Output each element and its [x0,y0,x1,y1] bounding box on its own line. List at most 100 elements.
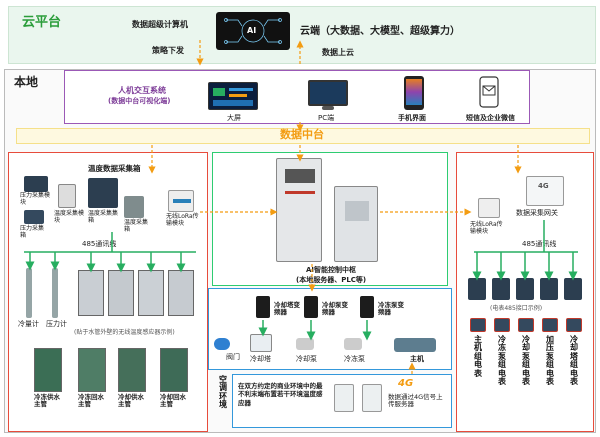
chilled-pump-inverter-image [360,296,374,318]
meter-image-2 [492,278,510,300]
air-env-label: 空调环境 [219,375,227,410]
phone-image [404,76,424,110]
local-title: 本地 [14,75,39,89]
pipe-sensor-photo-1 [78,270,104,316]
meter-panel-5 [566,318,582,332]
control-cabinet-2 [334,186,378,262]
hub-subtitle: (本地服务器、PLC等) [296,276,367,284]
meter-panel-1 [470,318,486,332]
pipe-sensor-photo-3 [138,270,164,316]
hub-title: AI智能控制中枢 [306,266,357,274]
meter-label-5: 冷却塔组电表 [570,335,578,386]
meter-image-3 [516,278,534,300]
gateway-label: 数据采集网关 [516,209,558,217]
data-up-label: 数据上云 [322,48,354,57]
pressure-module-label: 压力采集模块 [20,192,51,206]
right-bus-label: 485通讯线 [522,240,557,248]
hmi-subtitle: (数据中台可视化端) [108,97,171,105]
meter-image-5 [564,278,582,300]
pc-stand [322,106,334,110]
control-cabinet-1 [276,158,322,262]
meter-caption: (电表485接口示例) [490,305,543,312]
pressure-gauge-label: 压力计 [46,320,67,328]
right-lora-label: 无线LoRa传输模块 [470,221,503,235]
pipe-photo-3 [118,348,146,392]
lora-module-image [168,190,194,212]
cooling-pump-inverter-image [304,296,318,318]
equipment-panel [208,288,452,370]
hmi-panel [64,70,530,124]
message-label: 短信及企业微信 [466,114,515,122]
pipe-photo-2 [78,348,106,392]
temp-box-title: 温度数据采集箱 [88,164,141,173]
temp-collector-image [88,178,118,208]
cold-meter-label: 冷量计 [18,320,39,328]
temp-module-image [58,184,76,208]
meter-label-3: 冷却泵组电表 [522,335,530,386]
chilled-pump-label: 冷冻泵 [344,355,365,363]
pipe-label-4: 冷却回水主管 [160,393,186,409]
cooling-pump-label: 冷却泵 [296,355,317,363]
cooling-tower-label: 冷却塔 [250,355,271,363]
meter-panel-2 [494,318,510,332]
big-screen-image [208,82,258,110]
meter-panel-3 [518,318,534,332]
air-env-desc: 在双方约定的商业环境中的最不利末端布置若干环境温度感应器 [238,382,323,407]
left-bus-label: 485通讯线 [82,240,117,248]
temp-box-label: 温度采集箱 [124,219,149,233]
meter-image-1 [468,278,486,300]
pressure-gauge-image [52,268,58,318]
pressure-module-image [24,176,48,192]
cloud-end-label: 云端（大数据、大模型、超级算力） [300,26,460,37]
hmi-title: 人机交互系统 [118,86,166,95]
lora-module-label: 无线LoRa传输模块 [166,213,199,227]
meter-label-1: 主机组电表 [474,335,482,378]
pc-image [308,80,348,106]
cloud-title: 云平台 [22,15,62,30]
chiller-label: 主机 [410,355,424,363]
upload-text: 数据通过4G信号上传服务器 [388,393,443,409]
phone-label: 手机界面 [398,114,426,122]
data-platform-label: 数据中台 [280,128,324,141]
pipe-label-1: 冷冻供水主管 [34,393,60,409]
inverter-label-3: 冷冻泵变频器 [378,301,404,317]
pipe-label-2: 冷冻回水主管 [78,393,104,409]
inverter-label-2: 冷却泵变频器 [322,301,348,317]
cold-meter-image [26,268,32,318]
pipe-sensor-photo-2 [108,270,134,316]
meter-label-2: 冷冻泵组电表 [498,335,506,386]
ai-chip-image [216,12,290,50]
temp-collector-label: 温度采集集箱 [88,210,119,224]
chilled-pump-image [344,338,362,350]
big-screen-label: 大屏 [227,114,241,122]
pc-label: PC端 [318,114,335,122]
ai-circuit-icon [224,18,282,44]
cooling-tower-inverter-image [256,296,270,318]
pressure-box-label: 压力采集箱 [20,225,45,239]
pressure-box-image [24,210,44,224]
pipe-sensor-photo-4 [168,270,194,316]
valve-image [214,338,230,350]
temp-box-image [124,196,144,218]
env-sensor-image-1 [334,384,354,412]
meter-panel-4 [542,318,558,332]
right-lora-image [478,198,500,218]
pipe-label-3: 冷却供水主管 [118,393,144,409]
meter-image-4 [540,278,558,300]
pipe-photo-4 [160,348,188,392]
env-sensor-image-2 [362,384,382,412]
message-icon [476,76,502,108]
cooling-pump-image [296,338,314,350]
policy-down-label: 策略下发 [152,46,184,55]
sensor-caption: (贴于水管外壁的无线温度感应器示例) [74,329,175,336]
meter-label-4: 加压泵组电表 [546,335,554,386]
inverter-label-1: 冷却塔变频器 [274,301,300,317]
valve-label: 阀门 [226,353,240,361]
fourg-badge: 4G [398,378,414,389]
gateway-image [526,176,564,206]
ai-chip-text: AI [247,26,257,35]
temp-module-label: 温度采集模块 [54,210,85,224]
center-panel [212,152,448,286]
cloud-platform-panel [8,6,596,64]
